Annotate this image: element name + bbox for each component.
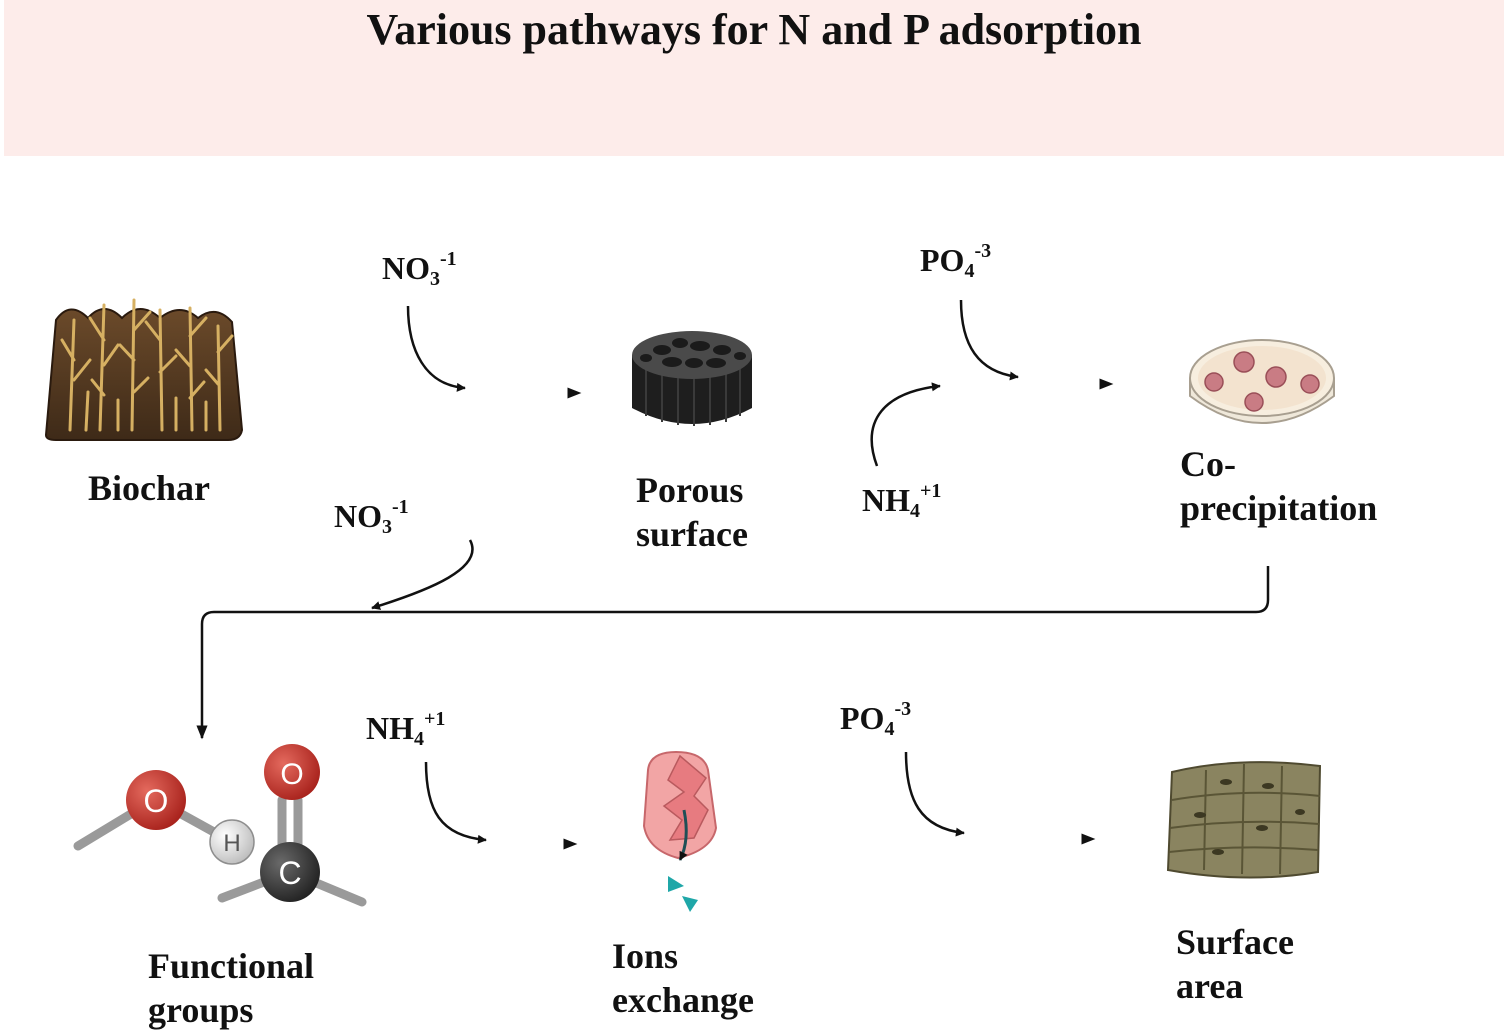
- ion-exchange-illustration: [642, 750, 718, 912]
- ion-label-nh4-top: NH4+1: [862, 480, 942, 522]
- oxygen-atom-carbonyl: [264, 744, 320, 800]
- node-label-biochar: Biochar: [88, 468, 210, 508]
- ion-label-po4-bottom: PO4-3: [840, 698, 912, 740]
- ion-label-no3-middle: NO3-1: [334, 496, 409, 538]
- node-label-coprecipitation: Co-precipitation: [1180, 444, 1378, 528]
- title-banner: [4, 0, 1504, 156]
- porous-cylinder-illustration: [632, 331, 752, 426]
- oxygen-atom-hydroxyl: [126, 770, 186, 830]
- hydrogen-atom: [209, 819, 255, 865]
- arrow-biochar-to-porous: [282, 305, 582, 399]
- ion-label-po4-top: PO4-3: [920, 240, 992, 282]
- arrow-ions-to-surface: [790, 751, 1096, 845]
- functional-group-molecule: O O H C: [73, 744, 367, 907]
- ion-triangle-1: [668, 876, 684, 892]
- diagram-title: Various pathways for N and P adsorption: [366, 5, 1142, 54]
- carbon-atom: [260, 842, 320, 902]
- ion-label-no3-top: NO3-1: [382, 248, 457, 290]
- oxygen-label-2: O: [280, 758, 303, 791]
- petri-dish-illustration: [1189, 339, 1335, 424]
- arrow-functional-to-ions: [352, 761, 578, 850]
- ion-triangle-2: [682, 896, 698, 912]
- arrow-coprecipitation-to-functional: [196, 539, 1270, 740]
- surface-area-illustration: [1166, 761, 1322, 879]
- carbon-label: C: [278, 855, 301, 891]
- arrow-porous-to-coprecipitation: [786, 299, 1114, 467]
- biochar-illustration: [44, 298, 244, 441]
- ion-label-nh4-bottom: NH4+1: [366, 708, 446, 750]
- hydrogen-label: H: [223, 830, 240, 857]
- oxygen-label-1: O: [144, 783, 169, 819]
